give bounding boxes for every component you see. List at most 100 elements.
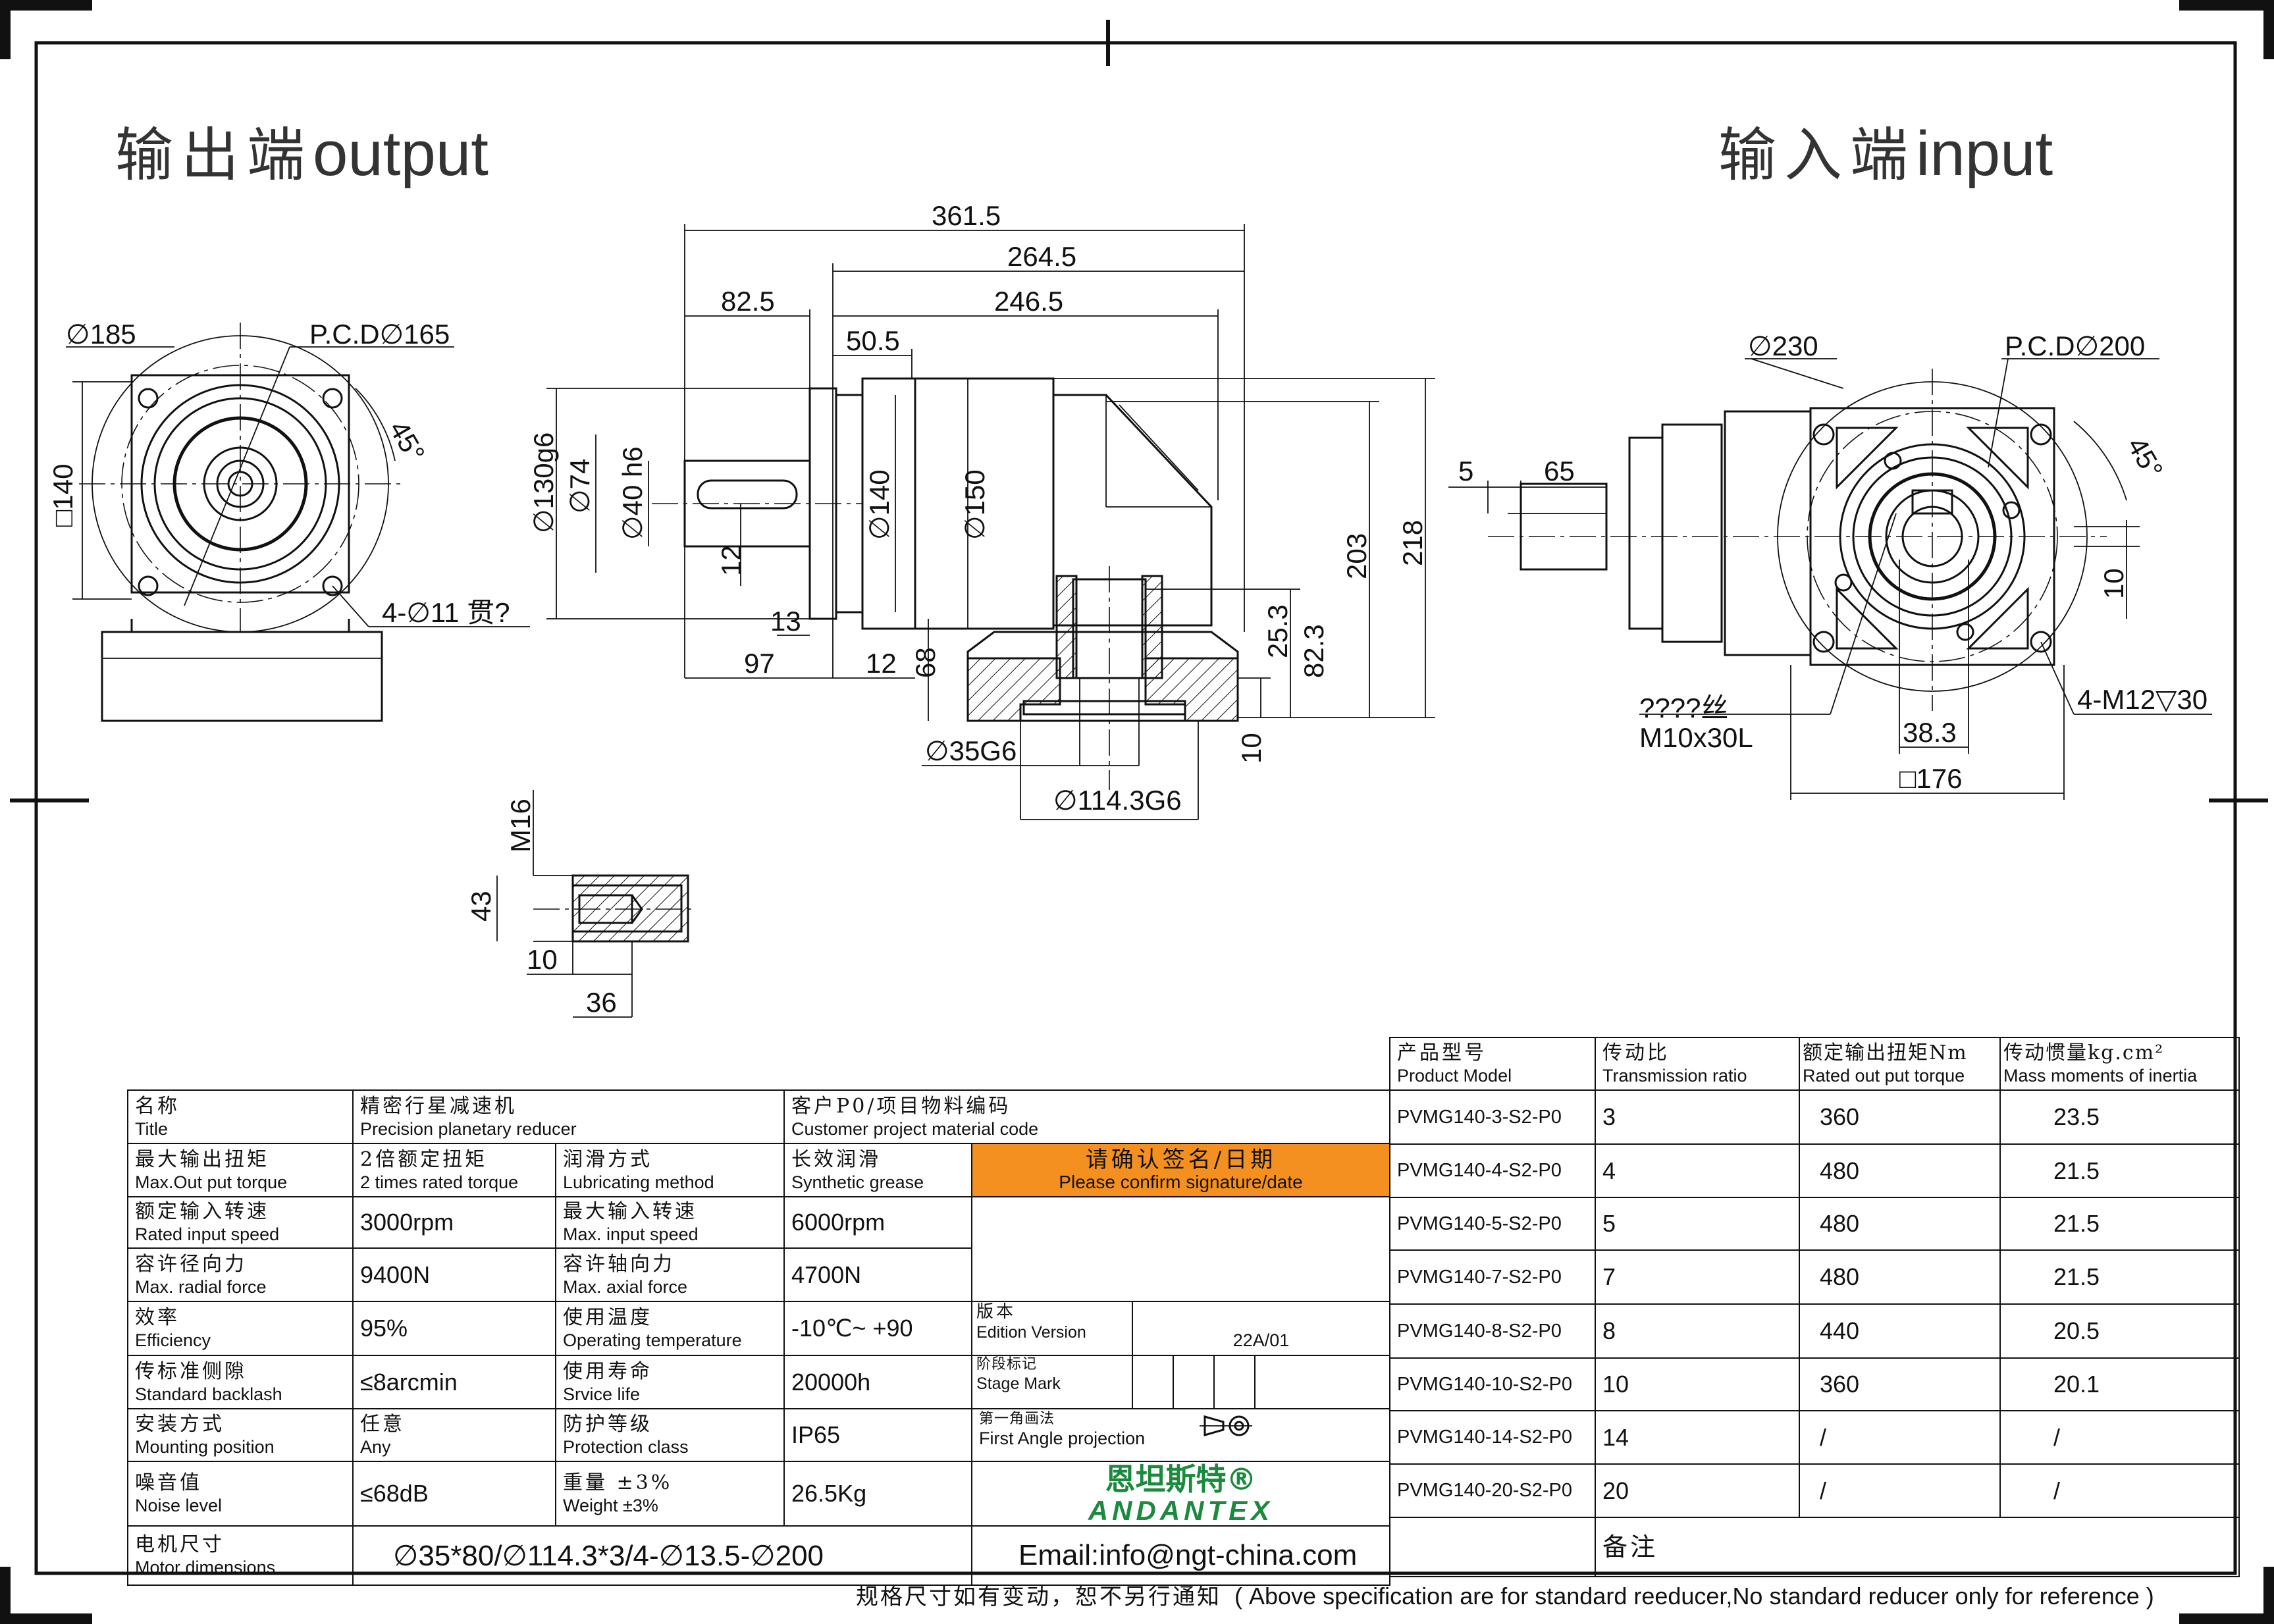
stage-label-en: Stage Mark — [976, 1375, 1061, 1393]
dim-d40: ∅40 h6 — [617, 446, 648, 540]
ratio-cell: 5 — [1595, 1197, 1800, 1251]
torque-cell: 480 — [1799, 1197, 2001, 1251]
table-row: PVMG140-14-S2-P0 14 / / — [1389, 1410, 2240, 1465]
spec-temperature-value: -10℃~ +90 — [783, 1301, 973, 1356]
dim-36: 36 — [586, 987, 617, 1018]
footer-note-en: ( Above specification are for standard r… — [1234, 1583, 2154, 1610]
model-cell: PVMG140-3-S2-P0 — [1389, 1089, 1596, 1145]
inertia-cell: 21.5 — [1999, 1197, 2240, 1251]
dim-pcd165: P.C.D∅165 — [309, 319, 450, 350]
output-end-view: ∅185 P.C.D∅165 45° □140 4-∅11 贯? — [47, 319, 530, 722]
ratio-cell: 10 — [1595, 1357, 1800, 1411]
projection-label-en: First Angle projection — [979, 1428, 1146, 1448]
dim-sq176: □176 — [1899, 763, 1962, 794]
dim-holes: 4-∅11 贯? — [382, 597, 510, 628]
dim-thread: M10x30L — [1639, 722, 1753, 753]
dim-d35: ∅35G6 — [925, 735, 1017, 766]
dim-pcd200: P.C.D∅200 — [2005, 330, 2145, 361]
table-row: PVMG140-3-S2-P0 3 360 23.5 — [1389, 1089, 2240, 1145]
dim-82: 82.5 — [721, 286, 775, 317]
dim-m16: M16 — [505, 799, 536, 852]
output-title-cn: 输出端 — [115, 121, 313, 189]
torque-cell: 480 — [1799, 1249, 2001, 1305]
inertia-cell: 21.5 — [1999, 1143, 2240, 1198]
spec-backlash-value: ≤8arcmin — [352, 1355, 556, 1409]
table-row: PVMG140-5-S2-P0 5 480 21.5 — [1389, 1197, 2240, 1251]
dim-82b: 82.3 — [1298, 624, 1329, 678]
spec-rated-speed-value: 3000rpm — [352, 1196, 556, 1249]
torque-cell: 360 — [1799, 1089, 2001, 1145]
ratio-cell: 8 — [1595, 1303, 1800, 1359]
table-row: PVMG140-8-S2-P0 8 440 20.5 — [1389, 1303, 2240, 1359]
ratio-cell: 4 — [1595, 1143, 1800, 1198]
dim-264: 264.5 — [1007, 241, 1076, 272]
input-title: 输入端input — [1718, 109, 2053, 192]
dim-203: 203 — [1341, 533, 1372, 579]
inertia-cell: 23.5 — [1999, 1089, 2240, 1145]
spec-noise-value: ≤68dB — [352, 1461, 556, 1527]
model-cell: PVMG140-8-S2-P0 — [1389, 1303, 1596, 1359]
model-cell: PVMG140-14-S2-P0 — [1389, 1410, 1596, 1465]
input-end-view: 5 65 ∅230 P.C.D∅200 45° 10 ????丝 M10x30L… — [1448, 330, 2212, 800]
inertia-cell: / — [1999, 1463, 2240, 1518]
dim-68: 68 — [910, 647, 941, 678]
dim-d185: ∅185 — [66, 319, 136, 350]
brand-name-en: ANDANTEX — [1088, 1495, 1274, 1526]
inertia-cell: / — [1999, 1410, 2240, 1465]
footer-note-cn: 规格尺寸如有变动，恕不另行通知 — [856, 1584, 1221, 1610]
torque-cell: 480 — [1799, 1143, 2001, 1198]
detail-view: M16 43 10 36 — [465, 790, 691, 1018]
dim-angle-in: 45° — [2121, 432, 2169, 484]
inertia-cell: 20.5 — [1999, 1303, 2240, 1359]
edition-value: 22A/01 — [1232, 1330, 1290, 1350]
table-row: PVMG140-4-S2-P0 4 480 21.5 — [1389, 1143, 2240, 1198]
input-title-cn: 输入端 — [1718, 121, 1917, 189]
dim-d74: ∅74 — [564, 459, 595, 513]
dim-angle-out: 45° — [383, 415, 431, 467]
spec-protection-value: IP65 — [783, 1408, 973, 1462]
spec-weight-label: 重量 ±3%Weight ±3% — [554, 1461, 785, 1527]
inertia-cell: 20.1 — [1999, 1357, 2240, 1411]
model-cell: PVMG140-5-S2-P0 — [1389, 1197, 1596, 1251]
signature-area[interactable] — [971, 1196, 1391, 1301]
dim-detail-10: 10 — [527, 944, 558, 975]
ratio-cell: 14 — [1595, 1410, 1800, 1465]
dim-246: 246.5 — [994, 286, 1063, 317]
model-cell: PVMG140-20-S2-P0 — [1389, 1463, 1596, 1518]
table-row: PVMG140-20-S2-P0 20 / / — [1389, 1463, 2240, 1518]
dim-25: 25.3 — [1262, 604, 1293, 658]
inertia-cell: 21.5 — [1999, 1249, 2240, 1305]
dim-d5: 5 — [1458, 456, 1473, 486]
dim-d38: 38.3 — [1903, 717, 1957, 748]
spec-life-value: 20000h — [783, 1355, 973, 1409]
spec-axial-force-value: 4700N — [783, 1247, 973, 1302]
ratio-cell: 20 — [1595, 1463, 1800, 1518]
model-cell: PVMG140-7-S2-P0 — [1389, 1249, 1596, 1305]
footer-note: 规格尺寸如有变动，恕不另行通知 ( Above specification ar… — [856, 1579, 2154, 1611]
dim-d65: 65 — [1544, 456, 1575, 486]
model-cell: PVMG140-4-S2-P0 — [1389, 1143, 1596, 1198]
email-link[interactable]: Email:info@ngt-china.com — [971, 1525, 1391, 1586]
model-cell: PVMG140-10-S2-P0 — [1389, 1357, 1596, 1411]
dim-d230: ∅230 — [1748, 330, 1818, 361]
table-row: PVMG140-10-S2-P0 10 360 20.1 — [1389, 1357, 2240, 1411]
